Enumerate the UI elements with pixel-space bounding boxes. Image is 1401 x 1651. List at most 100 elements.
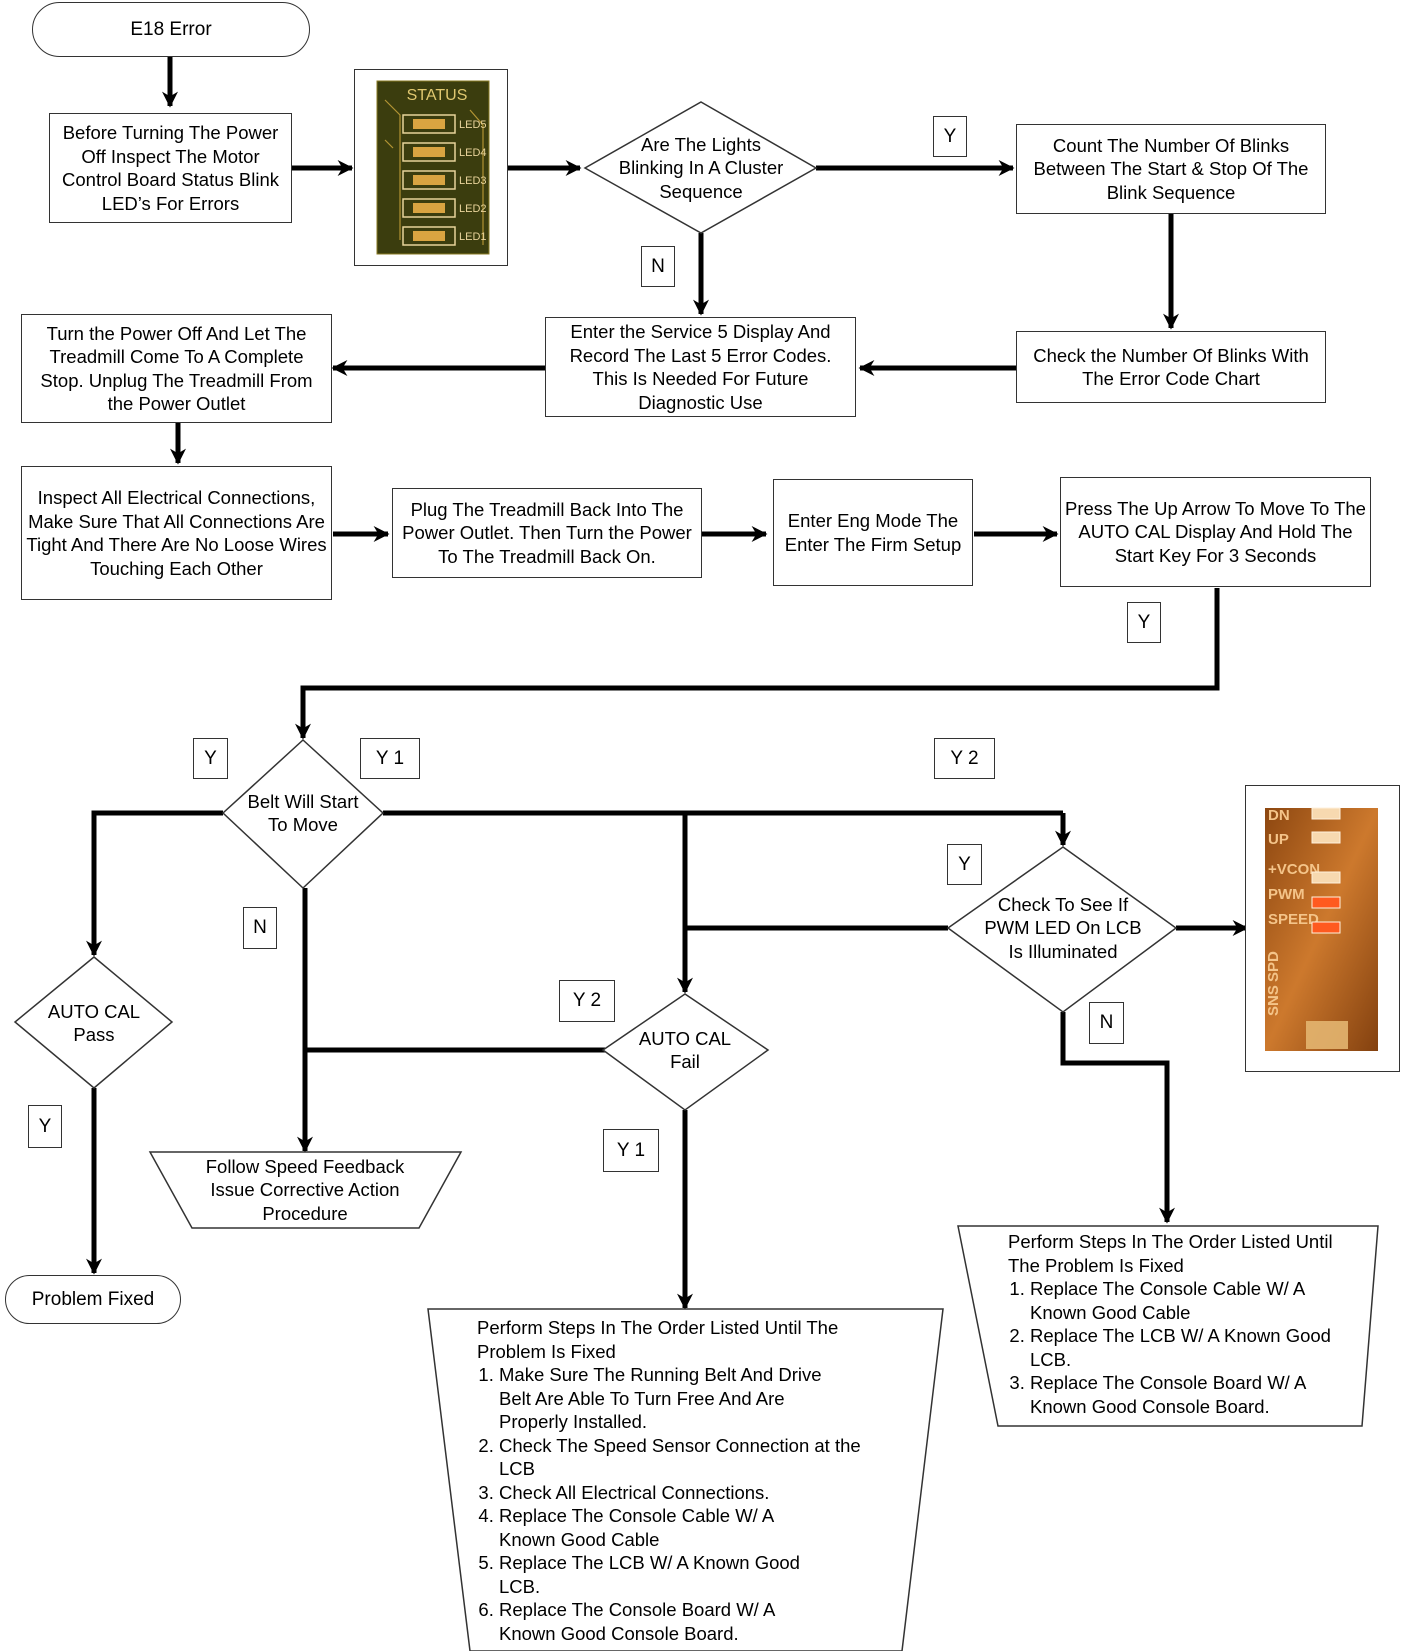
status-led-outline (402, 226, 456, 246)
status-led-pad (413, 147, 445, 157)
label-n-belt: N (243, 907, 277, 949)
start-terminator: E18 Error (32, 2, 310, 57)
steps-bottom-item: Replace The Console Board W/ A Known Goo… (499, 1598, 809, 1645)
power-off-box: Turn the Power Off And Let The Treadmill… (21, 314, 332, 423)
steps-bottom: Perform Steps In The Order Listed Until … (477, 1316, 897, 1645)
lcb-label: PWM (1268, 886, 1305, 903)
label-y-belt: Y (193, 738, 228, 779)
problem-fixed-terminator: Problem Fixed (5, 1275, 181, 1324)
decision-belt-text: Belt Will Start To Move (247, 790, 359, 836)
inspect-connections-box: Inspect All Electrical Connections, Make… (21, 466, 332, 600)
lcb-label: +VCON (1268, 861, 1320, 878)
status-led-label: LED2 (459, 203, 487, 215)
lcb-led (1311, 896, 1341, 909)
label-y2-belt: Y 2 (934, 738, 995, 779)
label-y-press: Y (1127, 602, 1161, 643)
label-y1-fail: Y 1 (603, 1129, 659, 1172)
lcb-led-photo: DN UP +VCON PWM SPEED SPD SNS (1245, 785, 1400, 1072)
eng-mode-box: Enter Eng Mode The Enter The Firm Setup (773, 479, 973, 586)
count-blinks-box: Count The Number Of Blinks Between The S… (1016, 124, 1326, 214)
label-y-cluster: Y (933, 116, 967, 157)
decision-pass-text: AUTO CAL Pass (47, 1000, 141, 1046)
service5-text: Enter the Service 5 Display And Record T… (569, 321, 832, 413)
label-y-pwm: Y (947, 844, 982, 885)
count-blinks-text: Count The Number Of Blinks Between The S… (1033, 134, 1309, 203)
check-blinks-text: Check the Number Of Blinks With The Erro… (1033, 344, 1309, 390)
status-board-title: STATUS (407, 87, 468, 104)
trap-bottom-shape (427, 1308, 944, 1651)
plug-back-box: Plug The Treadmill Back Into The Power O… (392, 488, 702, 578)
decision-pwm-shape (946, 846, 1178, 1013)
press-up-box: Press The Up Arrow To Move To The AUTO C… (1060, 477, 1371, 587)
steps-bottom-item: Make Sure The Running Belt And Drive Bel… (499, 1363, 829, 1434)
label-y2-fail: Y 2 (559, 980, 615, 1022)
steps-bottom-intro: Perform Steps In The Order Listed Until … (477, 1317, 839, 1362)
label-n-pwm: N (1089, 1002, 1124, 1044)
lcb-led (1311, 921, 1341, 934)
status-led-outline (402, 142, 456, 162)
check-blinks-box: Check the Number Of Blinks With The Erro… (1016, 331, 1326, 403)
status-led-pad (413, 119, 445, 129)
decision-fail-shape (601, 993, 770, 1111)
inspect-led-box: Before Turning The Power Off Inspect The… (49, 113, 292, 223)
steps-right-intro: Perform Steps In The Order Listed Until … (1008, 1231, 1333, 1276)
lcb-label: SPD (1265, 951, 1282, 982)
status-led-outline (402, 170, 456, 190)
status-led-label: LED4 (459, 147, 487, 159)
decision-pwm-text: Check To See If PWM LED On LCB Is Illumi… (984, 893, 1142, 962)
lcb-label: SNS (1265, 985, 1282, 1016)
lcb-led (1311, 831, 1341, 844)
decision-pass-shape (13, 956, 174, 1089)
status-led-pad (413, 175, 445, 185)
status-led-outline (402, 114, 456, 134)
status-led-pad (413, 231, 445, 241)
steps-right-item: Replace The Console Cable W/ A Known Goo… (1030, 1277, 1353, 1324)
label-y1-belt: Y 1 (360, 738, 420, 779)
decision-cluster-text: Are The Lights Blinking In A Cluster Seq… (618, 133, 784, 202)
arrow-belt-to-pass (85, 810, 223, 957)
steps-bottom-item: Replace The LCB W/ A Known Good LCB. (499, 1551, 829, 1598)
steps-bottom-item: Check All Electrical Connections. (499, 1481, 897, 1505)
eng-mode-text: Enter Eng Mode The Enter The Firm Setup (784, 510, 962, 555)
steps-bottom-item: Check The Speed Sensor Connection at the… (499, 1434, 897, 1481)
status-led-pad (413, 203, 445, 213)
arrow-pwm-to-steps (1060, 1012, 1176, 1224)
label-n-cluster: N (641, 246, 675, 287)
arrow-press-to-belt (294, 588, 1220, 740)
lcb-led (1311, 807, 1341, 820)
steps-right-item: Replace The LCB W/ A Known Good LCB. (1030, 1324, 1353, 1371)
steps-bottom-item: Replace The Console Cable W/ A Known Goo… (499, 1504, 799, 1551)
status-led-label: LED3 (459, 175, 487, 187)
decision-belt-shape (221, 738, 385, 890)
inspect-connections-text: Inspect All Electrical Connections, Make… (26, 487, 327, 579)
label-y-pass: Y (28, 1105, 62, 1148)
lcb-label: DN (1268, 807, 1290, 824)
lcb-board-image: DN UP +VCON PWM SPEED SPD SNS (1265, 807, 1378, 1051)
status-led-outline (402, 198, 456, 218)
steps-bottom-list: Make Sure The Running Belt And Drive Bel… (477, 1363, 897, 1645)
lcb-label: UP (1268, 831, 1289, 848)
speed-feedback-text: Follow Speed Feedback Issue Corrective A… (205, 1155, 405, 1224)
lcb-led (1311, 871, 1341, 884)
decision-cluster-shape (583, 101, 818, 234)
status-led-label: LED5 (459, 119, 487, 131)
start-text: E18 Error (130, 18, 212, 40)
inspect-led-text: Before Turning The Power Off Inspect The… (62, 122, 279, 214)
speed-feedback-shape (148, 1151, 463, 1229)
steps-right: Perform Steps In The Order Listed Until … (1008, 1230, 1353, 1418)
steps-right-item: Replace The Console Board W/ A Known Goo… (1030, 1371, 1353, 1418)
status-led-label: LED1 (459, 231, 487, 243)
steps-right-list: Replace The Console Cable W/ A Known Goo… (1008, 1277, 1353, 1418)
decision-fail-text: AUTO CAL Fail (638, 1027, 732, 1073)
power-off-text: Turn the Power Off And Let The Treadmill… (40, 322, 313, 415)
plug-back-text: Plug The Treadmill Back Into The Power O… (402, 498, 692, 567)
lcb-label: SPEED (1268, 911, 1319, 928)
service5-box: Enter the Service 5 Display And Record T… (545, 317, 856, 417)
problem-fixed-text: Problem Fixed (31, 1288, 155, 1310)
press-up-text: Press The Up Arrow To Move To The AUTO C… (1065, 497, 1366, 566)
